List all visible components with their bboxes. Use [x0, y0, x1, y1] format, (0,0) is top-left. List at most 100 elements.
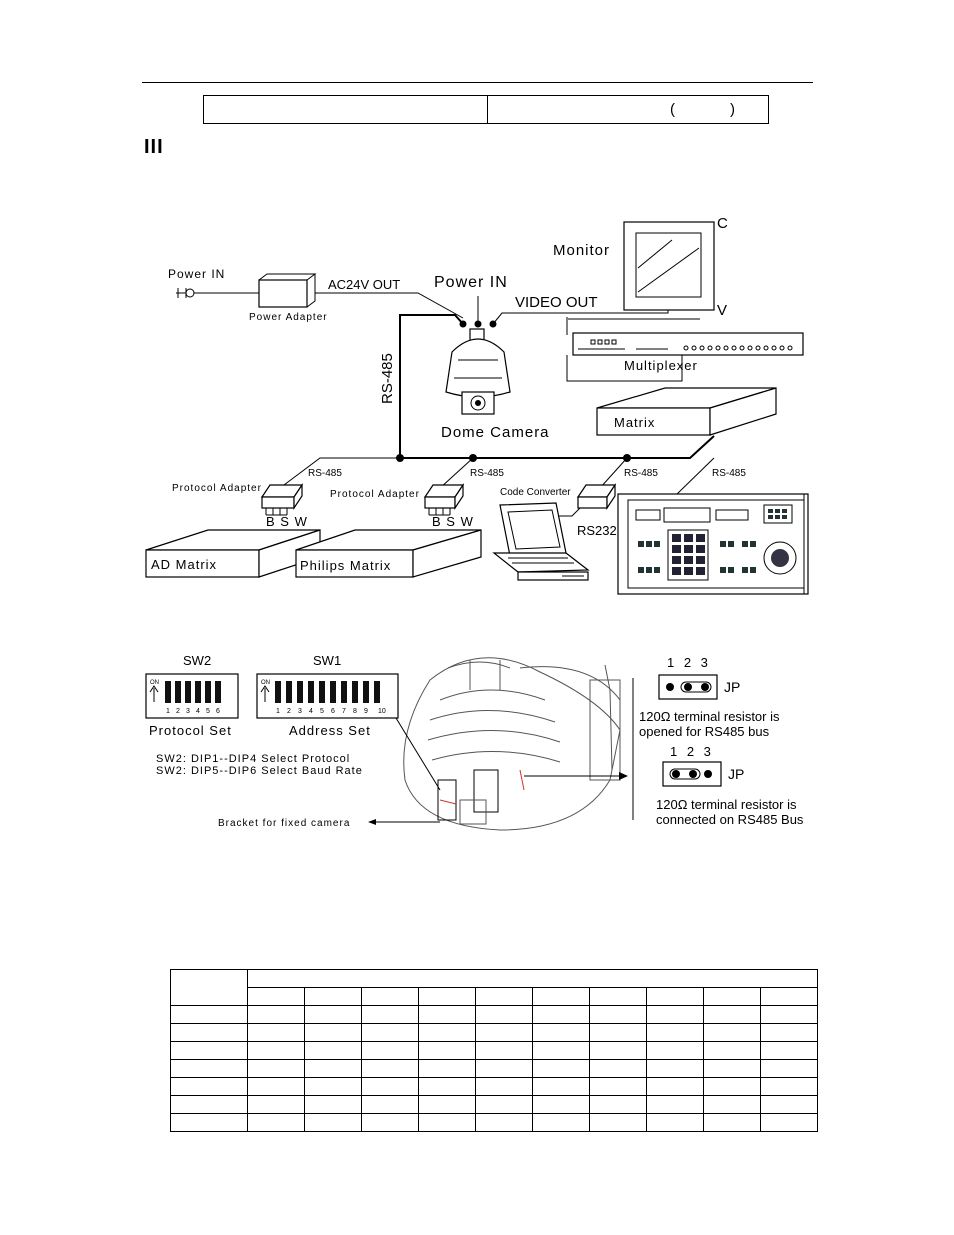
sw2-num-1: 1: [166, 708, 170, 715]
table-row: [170, 1077, 818, 1096]
bracket-label: Bracket for fixed camera: [218, 818, 350, 829]
sw1-num-9: 9: [364, 708, 368, 715]
monitor-label: Monitor: [553, 242, 610, 259]
jumper-pins-2: 1 2 3: [670, 744, 714, 759]
laptop-icon: [492, 502, 590, 581]
table-span-header: [247, 969, 818, 988]
jumper-opened-line-1: 120Ω terminal resistor is: [639, 709, 780, 724]
sw1-num-3: 3: [298, 708, 302, 715]
jumper-connected-line-1: 120Ω terminal resistor is: [656, 797, 797, 812]
table-corner-cell: [170, 969, 248, 1006]
jp-1-label: JP: [724, 679, 740, 695]
power-plug-icon: [176, 288, 195, 298]
table-row: [170, 1059, 818, 1078]
rs232-label: RS232: [577, 523, 617, 538]
header-table: ( ): [203, 95, 769, 124]
jumper-arrow-icon: [619, 772, 628, 780]
jp-2-label: JP: [728, 766, 744, 782]
header-left-cell: [204, 96, 488, 123]
power-adapter-box: [258, 273, 317, 308]
rs485-trunk: [399, 314, 464, 458]
rs485-label-4: RS-485: [712, 468, 746, 479]
sw1-num-7: 7: [342, 708, 346, 715]
rs485-label-2: RS-485: [470, 468, 504, 479]
table-row: [170, 1113, 818, 1132]
sw1-num-8: 8: [353, 708, 357, 715]
sw1-dip-switch: ON 1 2 3 4 5 6 7 8 9 10: [256, 673, 399, 719]
sw1-num-6: 6: [331, 708, 335, 715]
bracket-arrow-icon: [368, 819, 376, 825]
address-pointer-line: [395, 717, 441, 791]
bsw-1-label: B S W: [266, 514, 308, 529]
sw2-num-6: 6: [216, 708, 220, 715]
sw1-num-10: 10: [378, 708, 386, 715]
table-row: [170, 1005, 818, 1024]
sw1-num-4: 4: [309, 708, 313, 715]
bsw-2-label: B S W: [432, 514, 474, 529]
dome-camera-icon: [445, 328, 511, 415]
protocol-adapter-1-label: Protocol Adapter: [172, 483, 262, 494]
table-row: [170, 1095, 818, 1114]
power-in-camera-label: Power IN: [434, 274, 508, 291]
dip-note-2: SW2: DIP5--DIP6 Select Baud Rate: [156, 765, 363, 777]
matrix-box: [596, 387, 777, 436]
protocol-adapter-2-label: Protocol Adapter: [330, 489, 420, 500]
protocol-set-label: Protocol Set: [149, 723, 232, 738]
monitor-v-label: V: [717, 302, 727, 319]
paren-close: ): [730, 101, 735, 118]
power-in-left-label: Power IN: [168, 267, 225, 281]
header-rule: [142, 82, 813, 83]
ad-matrix-label: AD Matrix: [151, 557, 217, 572]
protocol-adapter-1-icon: [260, 483, 304, 516]
header-right-cell: ( ): [488, 96, 768, 123]
table-row: [170, 1023, 818, 1042]
rs485-branch-2: [439, 457, 474, 489]
sw2-num-2: 2: [176, 708, 180, 715]
address-set-label: Address Set: [289, 723, 371, 738]
ac24v-out-label: AC24V OUT: [328, 277, 400, 292]
dip-note-1: SW2: DIP1--DIP4 Select Protocol: [156, 753, 350, 765]
jumper-opened-line-2: opened for RS485 bus: [639, 724, 770, 739]
matrix-label: Matrix: [614, 415, 655, 430]
sw1-num-2: 2: [287, 708, 291, 715]
settings-table: [170, 969, 818, 1132]
code-converter-icon: [556, 483, 617, 517]
sw1-on-label: ON: [261, 680, 270, 686]
sw1-num-1: 1: [276, 708, 280, 715]
philips-matrix-box: [295, 529, 482, 578]
table-header-row: [170, 969, 818, 1006]
ac24v-wire: [315, 292, 464, 319]
sw2-title: SW2: [183, 653, 211, 668]
rs485-branch-1: [279, 457, 400, 489]
keyboard-controller-icon: [617, 493, 809, 595]
dome-cutaway-illustration: [403, 657, 621, 831]
rs485-label-1: RS-485: [308, 468, 342, 479]
sw2-num-5: 5: [206, 708, 210, 715]
sw2-num-4: 4: [196, 708, 200, 715]
jumper-open-icon: [658, 674, 718, 700]
monitor-c-label: C: [717, 215, 728, 232]
section-title: III: [144, 136, 164, 158]
dome-camera-label: Dome Camera: [441, 424, 550, 441]
jumper-connected-line-2: connected on RS485 Bus: [656, 812, 804, 827]
code-converter-label: Code Converter: [500, 487, 571, 498]
ad-matrix-box: [145, 529, 321, 578]
rs485-label-3: RS-485: [624, 468, 658, 479]
sw1-num-5: 5: [320, 708, 324, 715]
table-row: [170, 1041, 818, 1060]
rs485-vertical-label: RS-485: [379, 353, 396, 404]
jumper-pins-1: 1 2 3: [667, 655, 711, 670]
sw2-on-label: ON: [150, 680, 159, 686]
multiplexer-icon: [566, 317, 804, 382]
philips-matrix-label: Philips Matrix: [300, 558, 391, 573]
rs485-bus: [400, 435, 715, 459]
sw2-num-3: 3: [186, 708, 190, 715]
paren-open: (: [670, 101, 675, 118]
protocol-adapter-2-icon: [423, 483, 465, 516]
sw2-dip-switch: ON 1 2 3 4 5 6: [145, 673, 239, 719]
jumper-closed-icon: [662, 761, 722, 787]
sw1-title: SW1: [313, 653, 341, 668]
rs485-branch-3: [599, 457, 628, 489]
rs485-branch-4: [675, 457, 715, 496]
